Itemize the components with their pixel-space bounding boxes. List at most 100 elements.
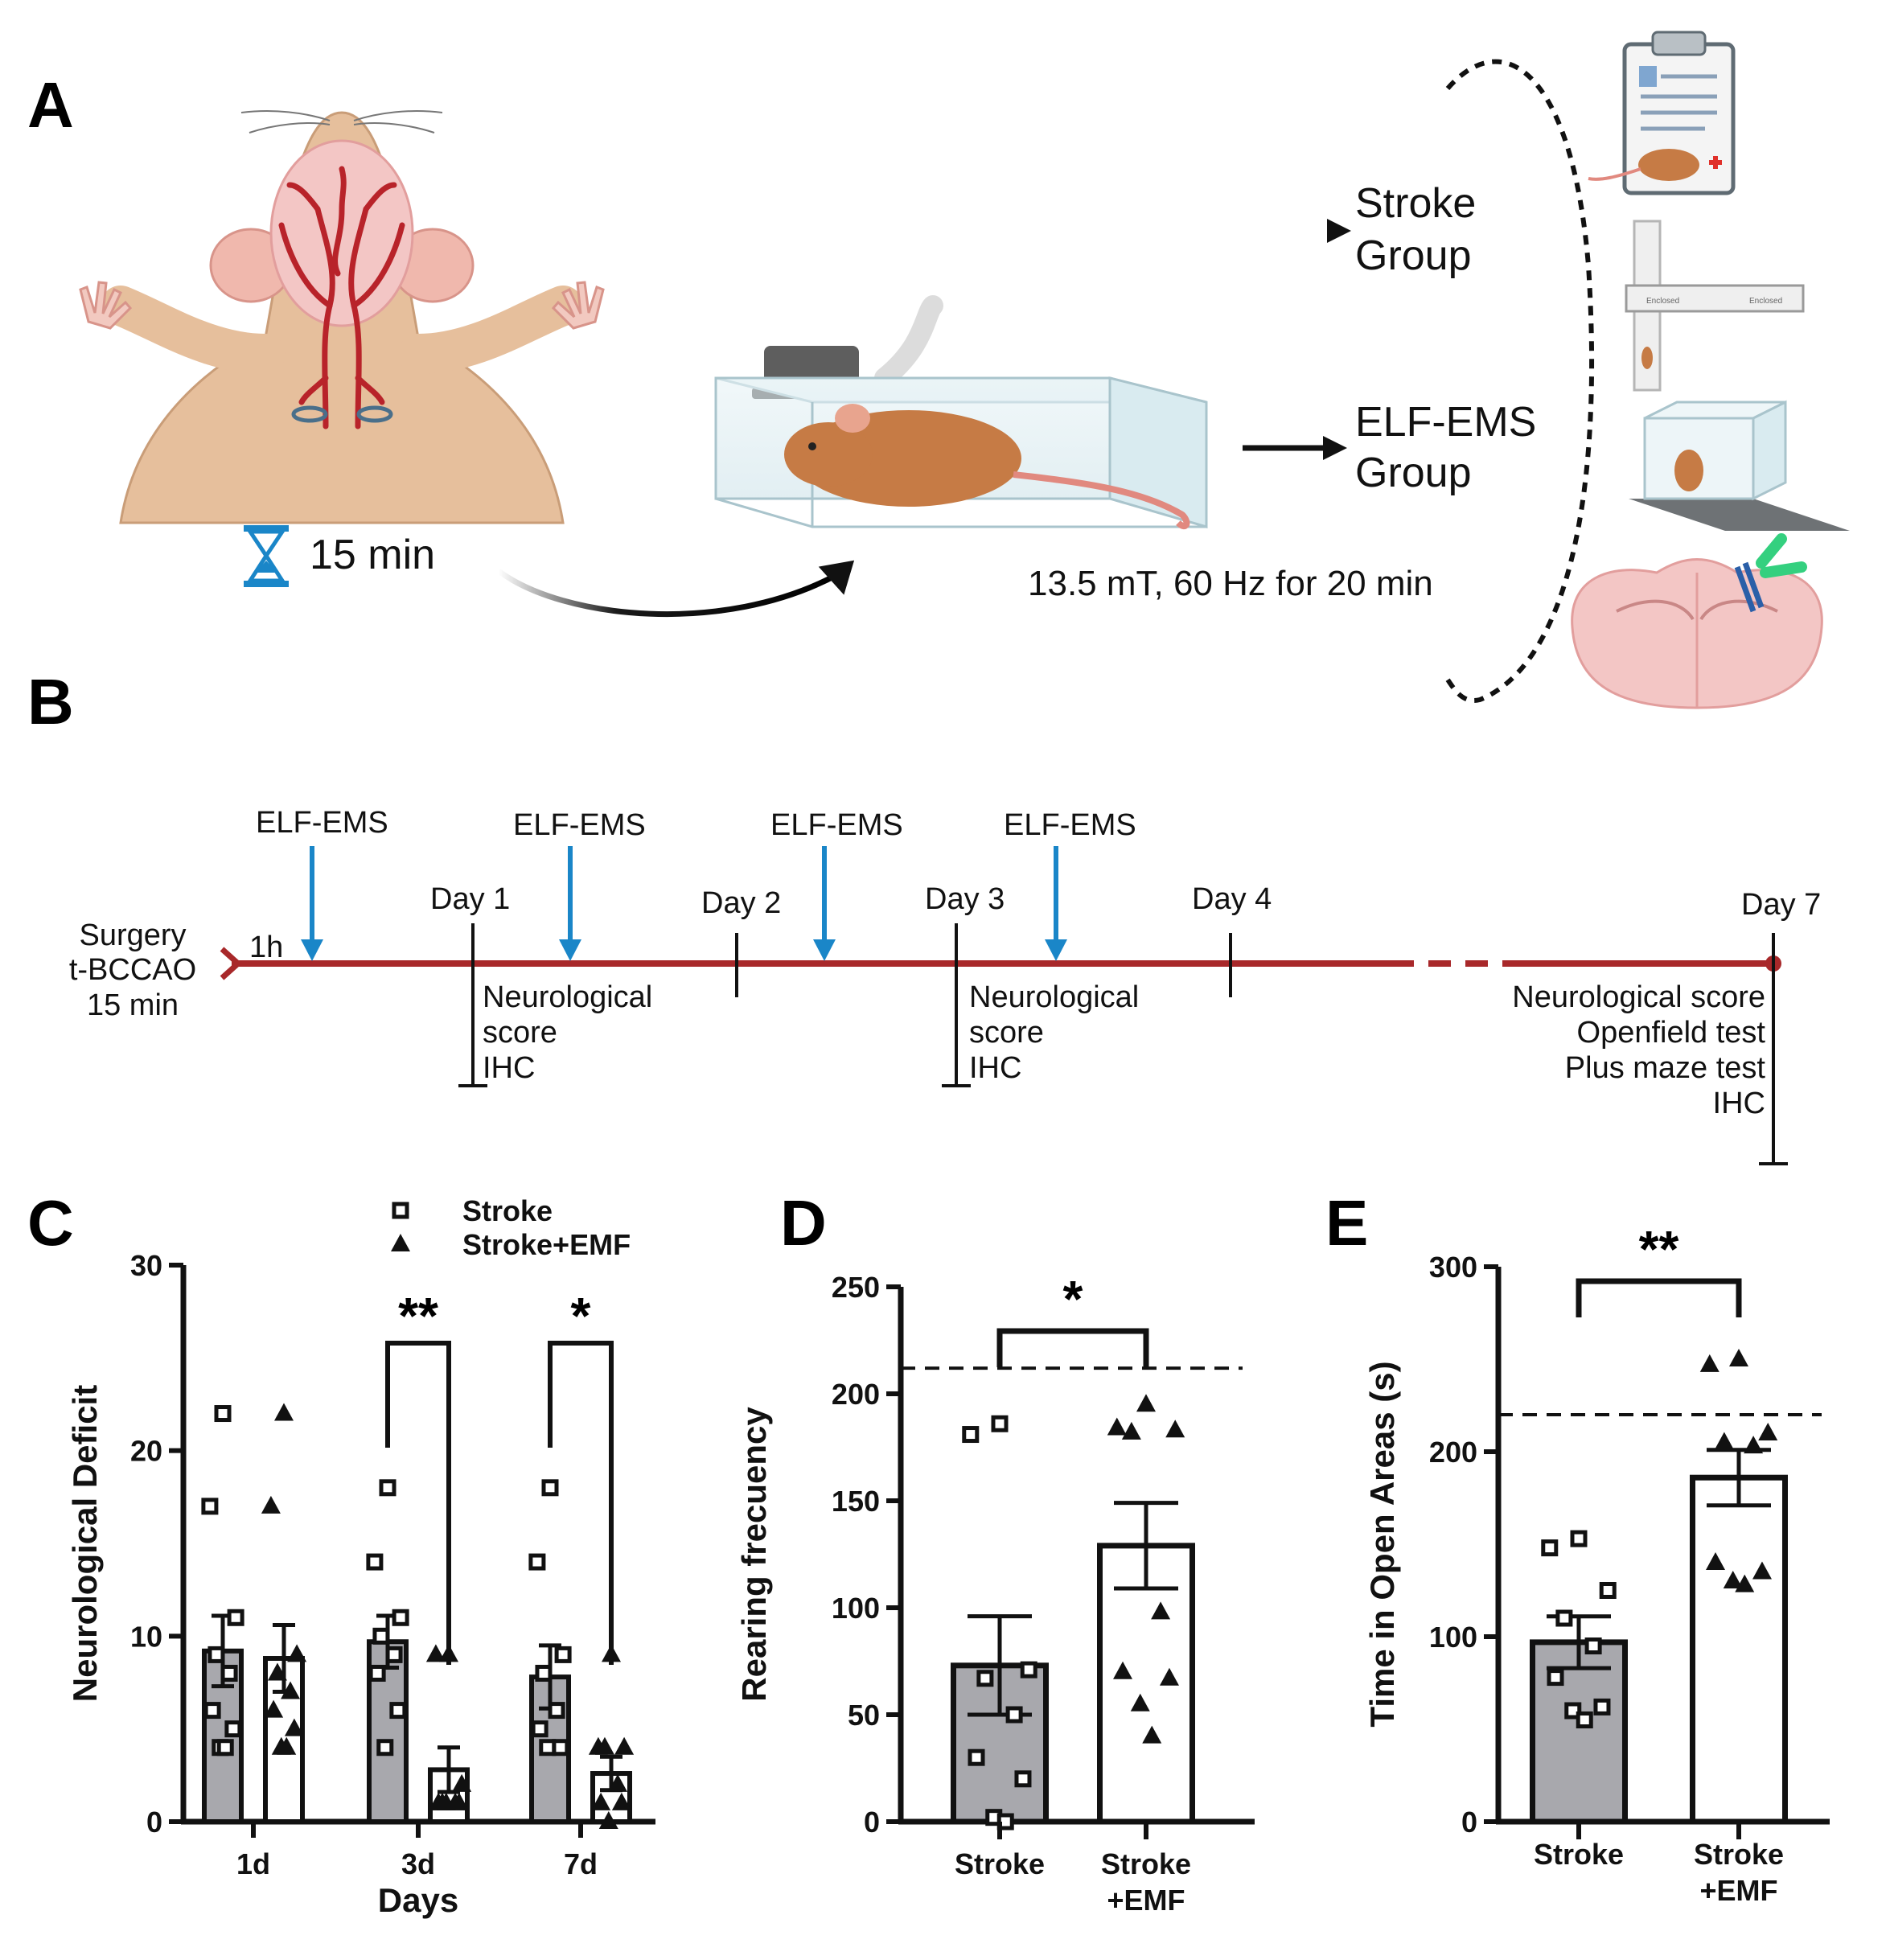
chart-c-point-0-1-7	[376, 1739, 394, 1757]
chart-c-point-1-1-2	[452, 1773, 472, 1792]
chart-c-point-0-0-1	[201, 1498, 219, 1515]
chart-c-point-0-2-0	[541, 1479, 559, 1497]
chart-d-y-tick-label-4: 200	[832, 1378, 880, 1411]
chart-c-sig-bracket-0	[385, 1341, 451, 1665]
chart-d-x-tick-label-1-0: Stroke	[1101, 1847, 1191, 1880]
chart-e-sig-label: **	[1639, 1220, 1679, 1278]
chart-e-y-tick-label-0: 0	[1461, 1806, 1477, 1839]
chart-d-point-0-3	[976, 1670, 994, 1687]
timeline-labels: ELF-EMS ELF-EMS ELF-EMS ELF-EMS Surgery …	[69, 806, 1821, 1120]
chart-e-y-tick-label-3: 300	[1429, 1251, 1477, 1284]
chart-c-point-1-0-3	[267, 1662, 287, 1681]
day-1-label: Day 1	[430, 882, 510, 916]
chart-e-point-1-4	[1744, 1436, 1764, 1454]
surgery-label-1: Surgery	[79, 918, 186, 952]
chart-c-point-1-2-2	[614, 1736, 635, 1755]
chart-e-point-1-5	[1706, 1552, 1726, 1570]
panel-label-e: E	[1325, 1187, 1368, 1259]
chart-c-point-0-2-1	[528, 1553, 546, 1571]
elf-chamber-illustration	[714, 295, 1208, 530]
plus-maze-icon: Enclosed Enclosed	[1625, 220, 1805, 392]
chart-d-point-1-3	[1121, 1421, 1141, 1440]
day7-test-4: IHC	[1713, 1087, 1765, 1120]
stroke-group-arrowhead	[1327, 219, 1351, 243]
chart-c-point-0-1-3	[372, 1627, 390, 1645]
chart-c-point-0-1-4	[385, 1646, 403, 1663]
elf-group-line2: Group	[1355, 450, 1472, 496]
maze-label-right: Enclosed	[1749, 297, 1782, 306]
chart-c-legend-label-0: Stroke	[462, 1194, 553, 1227]
chart-d-point-0-4	[1005, 1706, 1023, 1724]
panel-label-d: D	[780, 1187, 827, 1259]
chart-d-point-1-8	[1142, 1725, 1162, 1744]
chart-c-point-1-0-5	[264, 1699, 284, 1718]
chart-c-y-tick-label-0: 0	[146, 1806, 162, 1839]
chart-d-sig-bracket	[996, 1328, 1149, 1367]
chart-d-y-tick-label-5: 250	[832, 1271, 880, 1304]
elf-label-2: ELF-EMS	[513, 808, 646, 842]
elf-group-arrowhead	[1323, 436, 1347, 460]
day-4-label: Day 4	[1192, 882, 1272, 916]
chart-d-y-tick-label-2: 100	[832, 1592, 880, 1625]
chart-d-x-tick-label-1-1: +EMF	[1107, 1884, 1185, 1917]
day3-test-2: score	[969, 1016, 1044, 1050]
day1-test-1: Neurological	[483, 980, 652, 1014]
chart-d-point-0-6	[1014, 1770, 1032, 1788]
chart-c-point-0-0-3	[207, 1646, 225, 1663]
chart-c-point-1-2-4	[608, 1773, 628, 1792]
stimulation-label: 13.5 mT, 60 Hz for 20 min	[1028, 564, 1433, 603]
chart-c-point-1-2-5	[591, 1792, 611, 1810]
chart-c-legend-marker-1	[391, 1234, 410, 1251]
chart-c-point-0-2-5	[531, 1720, 549, 1738]
chart-c-point-0-1-6	[389, 1702, 407, 1720]
elf-label-3: ELF-EMS	[770, 808, 903, 842]
chart-e-point-1-8	[1735, 1574, 1755, 1592]
elf-arrow-1	[301, 844, 362, 961]
chart-c-point-0-1-5	[368, 1664, 386, 1682]
chart-c-point-1-1-6	[449, 1792, 469, 1810]
chart-d-point-0-2	[1020, 1661, 1037, 1679]
day-7-label: Day 7	[1741, 888, 1821, 922]
chart-c-point-1-0-1	[261, 1495, 281, 1514]
chart-e-point-0-8	[1576, 1711, 1593, 1728]
chart-c-point-0-0-4	[220, 1664, 238, 1682]
chart-e-x-tick-label-1-0: Stroke	[1694, 1838, 1784, 1871]
clipboard-icon	[1588, 31, 1736, 195]
chart-c-point-0-2-7	[539, 1739, 557, 1757]
chart-c-point-0-1-2	[392, 1609, 409, 1626]
chart-c-point-0-0-6	[224, 1720, 242, 1738]
chart-c-point-0-0-0	[214, 1405, 232, 1423]
chart-c-point-1-0-0	[274, 1403, 294, 1421]
chart-d-point-0-0	[991, 1415, 1009, 1432]
chart-d-point-1-2	[1165, 1420, 1185, 1438]
chart-e-point-1-3	[1714, 1432, 1734, 1450]
chart-d-y-axis-label: Rearing frecuency	[735, 1407, 773, 1702]
day3-test-3: IHC	[969, 1051, 1021, 1085]
chart-d-point-0-5	[968, 1748, 985, 1766]
day7-test-2: Openfield test	[1577, 1016, 1766, 1050]
stroke-group-line2: Group	[1355, 232, 1472, 279]
day-2-label: Day 2	[701, 886, 781, 920]
chart-c-x-tick-label-1: 3d	[401, 1847, 435, 1880]
chart-c-y-tick-label-3: 30	[130, 1249, 162, 1282]
chart-c-point-1-0-4	[281, 1681, 301, 1699]
chart-c-y-tick-label-2: 20	[130, 1435, 162, 1468]
chart-c-y-axis-label: Neurological Deficit	[66, 1385, 104, 1702]
treatment-arrows	[301, 844, 1106, 961]
chart-e-bar-1	[1690, 1474, 1788, 1825]
elf-arrow-4	[1045, 844, 1106, 961]
elf-label-1: ELF-EMS	[256, 806, 388, 840]
elf-arrow-2	[559, 844, 619, 961]
chart-d-y-tick-label-3: 150	[832, 1485, 880, 1518]
chart-c-point-1-2-3	[594, 1736, 614, 1755]
chart-e-point-1-2	[1758, 1423, 1778, 1440]
chart-e-y-axis-label: Time in Open Areas (s)	[1363, 1361, 1401, 1727]
day1-test-2: score	[483, 1016, 557, 1050]
surgery-label-3: 15 min	[87, 988, 179, 1022]
chart-e-point-0-6	[1593, 1698, 1611, 1716]
chart-d-point-1-1	[1107, 1417, 1127, 1436]
